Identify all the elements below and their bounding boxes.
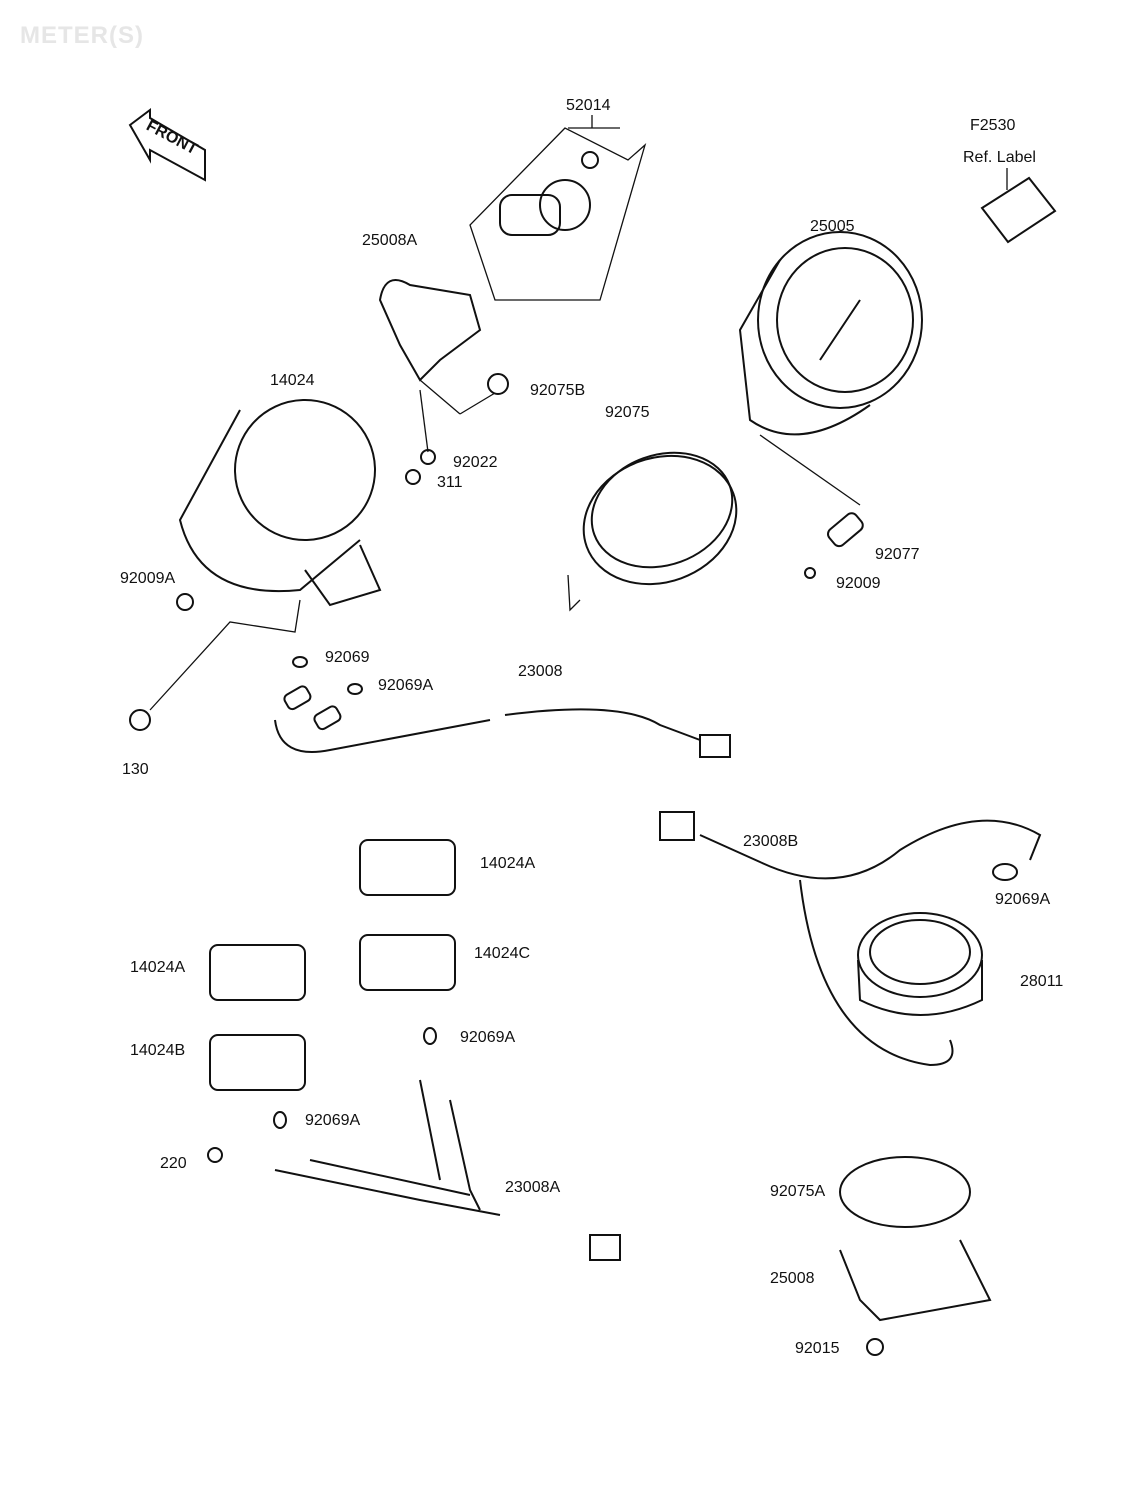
ref-label-text: Ref. Label <box>963 149 1036 166</box>
part-number-label: 92069A <box>378 677 433 694</box>
part-number-label: 23008 <box>518 663 563 680</box>
part-number-label: 92069A <box>460 1029 515 1046</box>
part-number-label: 220 <box>160 1155 187 1172</box>
part-25005-drawing <box>738 231 923 579</box>
part-number-label: 25008A <box>362 232 417 249</box>
ref-label-part: F2530 Ref. Label <box>963 117 1057 244</box>
part-25008a-drawing <box>378 279 509 485</box>
part-number-label: 92015 <box>795 1340 840 1357</box>
part-number-label: 25005 <box>810 218 855 235</box>
part-number-label: 92069 <box>325 649 370 666</box>
part-number-label: 14024A <box>480 855 535 872</box>
front-arrow-icon: FRONT <box>128 108 206 182</box>
part-number-label: 92075B <box>530 382 585 399</box>
part-number-label: 130 <box>122 761 149 778</box>
part-number-label: 92009A <box>120 570 175 587</box>
part-52014-drawing <box>469 115 647 301</box>
part-number-label: 14024A <box>130 959 185 976</box>
part-number-label: 28011 <box>1020 973 1063 990</box>
part-number-label: 52014 <box>566 97 611 114</box>
part-number-label: 23008B <box>743 833 798 850</box>
part-number-label: 14024C <box>474 945 530 962</box>
part-labels: 52014 25005 25008A 14024 92075B 92075 92022 311… <box>120 97 1063 1357</box>
part-23008-drawing <box>274 656 731 758</box>
part-number-label: 92022 <box>453 454 498 471</box>
part-number-label: 14024B <box>130 1042 185 1059</box>
part-number-label: 14024 <box>270 372 315 389</box>
diagram-title: METER(S) <box>20 22 144 49</box>
part-number-label: 92069A <box>995 891 1050 908</box>
part-number-label: 25008 <box>770 1270 815 1287</box>
part-number-label: 23008A <box>505 1179 560 1196</box>
part-number-label: 92069A <box>305 1112 360 1129</box>
lower-bracket-drawing <box>839 1156 992 1356</box>
figure-code: F2530 <box>970 117 1015 134</box>
part-number-label: 92077 <box>875 546 920 563</box>
part-number-label: 92075 <box>605 404 650 421</box>
part-14024-drawing <box>129 399 382 731</box>
part-92075-drawing <box>567 451 738 612</box>
part-23008b-drawing <box>659 811 1042 1067</box>
part-number-label: 311 <box>437 474 463 491</box>
front-arrow-label: FRONT <box>143 117 200 158</box>
indicator-boxes-drawing <box>207 839 621 1261</box>
part-number-label: 92075A <box>770 1183 825 1200</box>
part-number-label: 92009 <box>836 575 881 592</box>
